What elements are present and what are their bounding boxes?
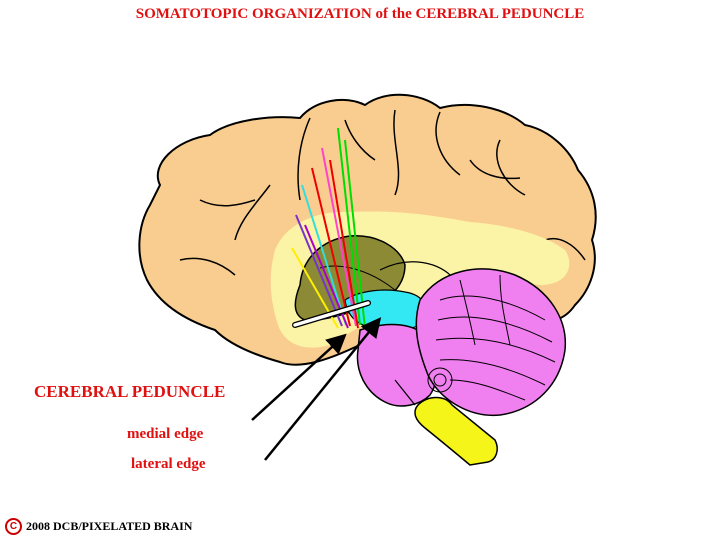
cerebral-peduncle-label: CEREBRAL PEDUNCLE <box>34 382 226 401</box>
page-title: SOMATOTOPIC ORGANIZATION of the CEREBRAL… <box>135 6 585 22</box>
internal-capsule <box>293 301 370 327</box>
cerebellum <box>415 268 567 417</box>
fiber-line <box>337 127 361 326</box>
thalamus-line <box>319 265 396 291</box>
fiber-line <box>295 214 343 327</box>
fiber-line <box>311 167 351 327</box>
peduncle-fibers <box>291 127 366 329</box>
medial-edge-label: medial edge <box>127 426 204 442</box>
copyright-notice: C 2008 DCB/PIXELATED BRAIN <box>5 518 192 535</box>
fiber-line <box>344 139 366 329</box>
fiber-line <box>329 159 359 329</box>
brainstem-edge <box>394 379 416 406</box>
lateral-edge-label: lateral edge <box>131 456 206 472</box>
cortical-sulci <box>179 109 586 276</box>
copyright-text: 2008 DCB/PIXELATED BRAIN <box>26 519 193 533</box>
pons <box>356 323 438 407</box>
fiber-line <box>321 147 357 327</box>
medial-edge-arrow <box>251 333 347 421</box>
lateral-edge-arrow <box>264 317 382 461</box>
copyright-icon: C <box>5 518 22 535</box>
medulla <box>414 396 498 466</box>
fiber-line <box>301 184 347 326</box>
